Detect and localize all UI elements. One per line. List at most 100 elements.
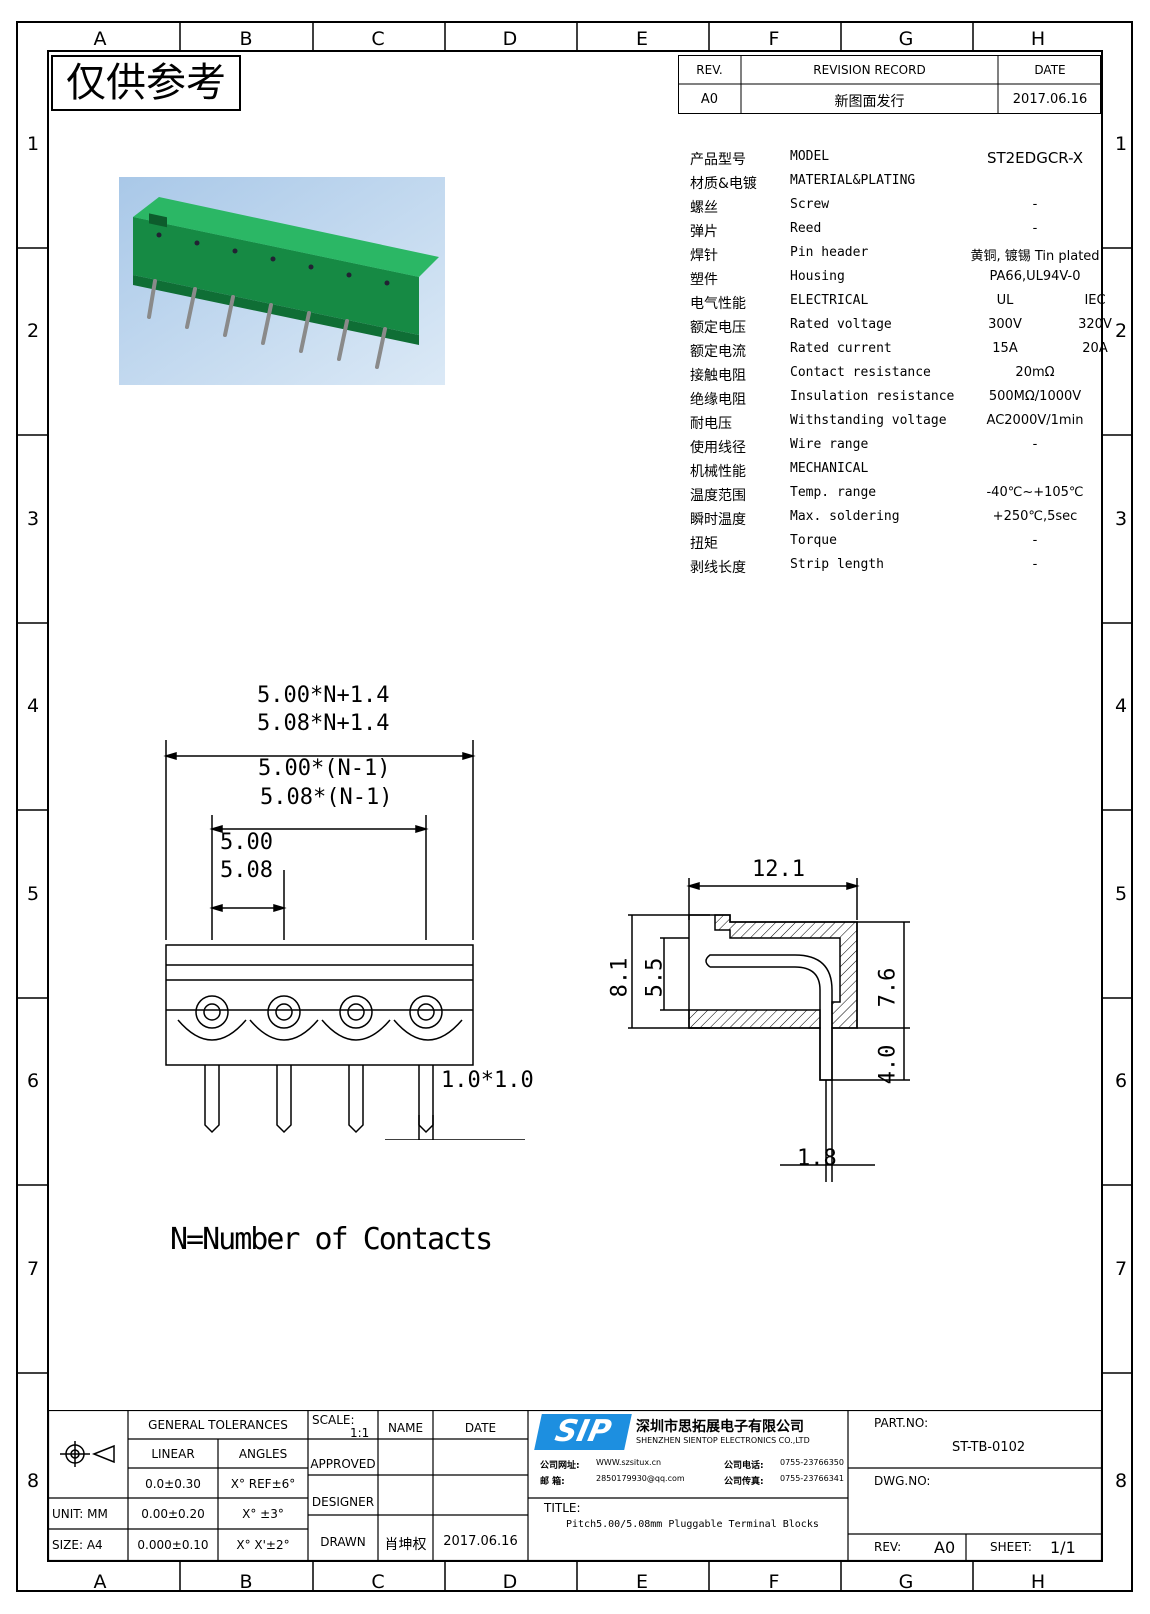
general-tolerances-label: GENERAL TOLERANCES [148, 1418, 288, 1432]
grid-row-4-right: 4 [1115, 695, 1128, 717]
spec-value: - [1032, 557, 1038, 572]
company-logo: SIP [534, 1414, 632, 1450]
designer-label: DESIGNER [311, 1495, 375, 1509]
dim-span-500: 5.00*(N-1) [258, 756, 391, 781]
spec-en: Pin header [790, 245, 869, 260]
dim-pitch-500: 5.00 [220, 830, 273, 855]
size-label: SIZE: A4 [52, 1538, 103, 1552]
angle-tol-2: X° ±3° [242, 1507, 284, 1521]
revision-table [678, 55, 1101, 114]
spec-en: Rated current [790, 341, 892, 356]
spec-value: - [1032, 197, 1038, 212]
spec-value-iec: IEC [1084, 293, 1106, 308]
grid-col-h-bottom: H [1030, 1571, 1046, 1593]
spec-value: 500MΩ/1000V [988, 389, 1082, 404]
dim-pin-size: 1.0*1.0 [441, 1068, 534, 1093]
grid-col-g: G [898, 28, 914, 50]
spec-en: Max. soldering [790, 509, 900, 524]
spec-value: -40℃~+105℃ [986, 485, 1084, 500]
grid-row-4: 4 [27, 695, 40, 717]
spec-cn: 塑件 [690, 272, 718, 288]
mail-label: 邮 箱: [540, 1477, 565, 1487]
contacts-note: N=Number of Contacts [170, 1222, 493, 1257]
spec-value: UL [996, 293, 1014, 308]
linear-tol-3: 0.000±0.10 [137, 1538, 209, 1552]
tel-label: 公司电话: [724, 1461, 764, 1471]
linear-tol-1: 0.0±0.30 [145, 1477, 201, 1491]
spec-en: Torque [790, 533, 837, 548]
spec-en: Wire range [790, 437, 869, 452]
mail-value: 2850179930@qq.com [596, 1474, 685, 1483]
spec-en: Withstanding voltage [790, 413, 947, 428]
spec-value: ST2EDGCR-X [986, 149, 1084, 167]
grid-row-8: 8 [27, 1470, 40, 1492]
linear-tol-2: 0.00±0.20 [141, 1507, 205, 1521]
spec-en: Strip length [790, 557, 884, 572]
drawn-name: 肖坤权 [384, 1537, 427, 1553]
spec-cn: 使用线径 [690, 440, 746, 456]
revision-record-header: REVISION RECORD [813, 63, 926, 77]
grid-row-1-right: 1 [1115, 133, 1128, 155]
front-view-drawing [163, 740, 525, 1140]
grid-col-d: D [502, 28, 518, 50]
part-no-label: PART.NO: [874, 1416, 929, 1430]
drawn-label: DRAWN [320, 1535, 366, 1549]
side-view-drawing [628, 878, 910, 1182]
grid-col-c: C [371, 28, 385, 50]
grid-col-d-bottom: D [502, 1571, 518, 1593]
angle-tol-1: X° REF±6° [230, 1477, 296, 1491]
spec-value: AC2000V/1min [986, 413, 1084, 428]
fax-label: 公司传真: [724, 1477, 764, 1487]
grid-row-2-right: 2 [1115, 320, 1128, 342]
sheet-label: SHEET: [990, 1540, 1032, 1554]
grid-col-f-bottom: F [768, 1571, 780, 1593]
drawing-title: Pitch5.00/5.08mm Pluggable Terminal Bloc… [566, 1519, 819, 1530]
angles-label: ANGLES [238, 1447, 288, 1461]
dim-span-508: 5.08*(N-1) [260, 785, 393, 810]
grid-row-5-right: 5 [1115, 883, 1128, 905]
dim-pitch-508: 5.08 [220, 858, 273, 883]
spec-cn: 产品型号 [690, 152, 746, 168]
spec-en: ELECTRICAL [790, 293, 869, 308]
company-name-cn: 深圳市思拓展电子有限公司 [636, 1419, 804, 1435]
spec-cn: 扭矩 [690, 536, 718, 552]
grid-row-7: 7 [27, 1258, 40, 1280]
spec-cn: 机械性能 [690, 464, 746, 480]
spec-value: 20mΩ [1015, 365, 1055, 380]
title-block-frame [48, 1410, 1102, 1562]
spec-cn: 额定电流 [690, 344, 746, 360]
date-header-tb: DATE [464, 1421, 497, 1435]
linear-label: LINEAR [151, 1447, 195, 1461]
spec-en: Housing [790, 269, 845, 284]
projection-symbol-icon [48, 1410, 128, 1498]
spec-cn: 材质&电镀 [690, 176, 757, 192]
grid-col-b: B [239, 28, 253, 50]
rev-value-tb: A0 [934, 1538, 956, 1557]
grid-row-2: 2 [27, 320, 40, 342]
dim-side-height-76: 7.6 [875, 967, 901, 1008]
dim-overall-508: 5.08*N+1.4 [257, 711, 390, 736]
spec-en: Insulation resistance [790, 389, 955, 404]
sheet-value: 1/1 [1050, 1538, 1076, 1557]
web-value: WWW.szsitux.cn [596, 1458, 662, 1467]
spec-en: Screw [790, 197, 830, 212]
spec-cn: 剥线长度 [690, 560, 746, 576]
spec-value: +250℃,5sec [992, 509, 1078, 524]
product-photo [119, 177, 445, 385]
name-header: NAME [387, 1421, 424, 1435]
grid-col-f: F [768, 28, 780, 50]
spec-en: MATERIAL&PLATING [790, 173, 916, 188]
spec-value: - [1032, 533, 1038, 548]
spec-value-iec: 20A [1082, 341, 1108, 356]
angle-tol-3: X° X'±2° [236, 1538, 290, 1552]
spec-en: Contact resistance [790, 365, 931, 380]
company-name-en: SHENZHEN SIENTOP ELECTRONICS CO.,LTD [636, 1436, 810, 1445]
dwg-no-label: DWG.NO: [874, 1474, 931, 1488]
dim-side-height-40: 4.0 [875, 1044, 901, 1085]
rev-label-tb: REV: [874, 1540, 902, 1554]
part-no-value: ST-TB-0102 [952, 1440, 1026, 1455]
spec-value: - [1032, 221, 1038, 236]
grid-col-a: A [93, 28, 107, 50]
spec-cn: 电气性能 [690, 296, 746, 312]
approved-label: APPROVED [310, 1457, 376, 1471]
